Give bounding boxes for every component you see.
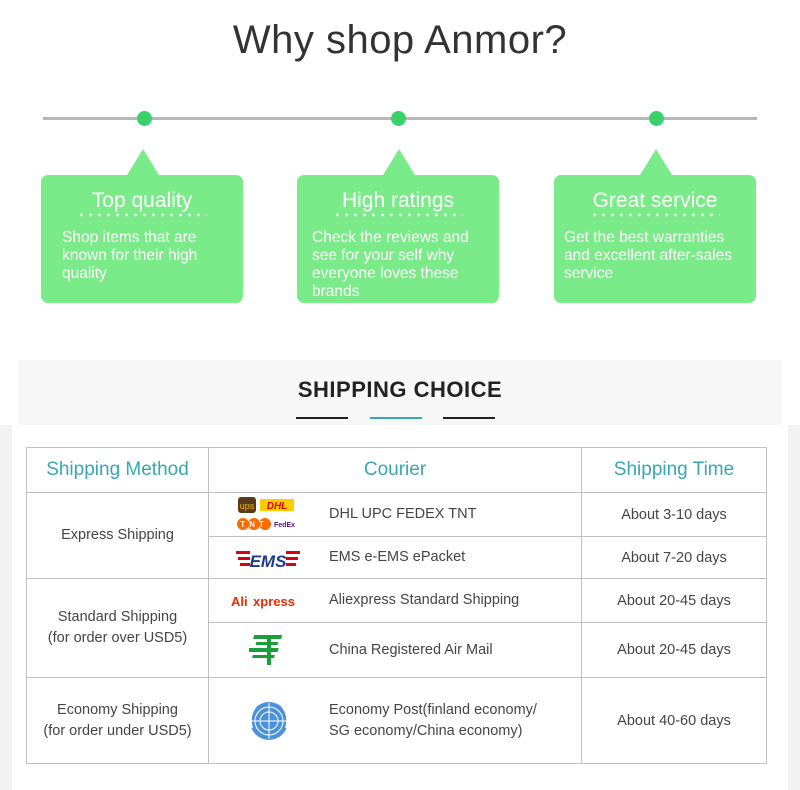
- courier-name-line1: Economy Post(finland economy/: [329, 701, 537, 718]
- courier-cell: Ali xpress Aliexpress Standard Shipping: [208, 578, 582, 623]
- method-label: Economy Shipping: [57, 701, 178, 718]
- shipping-time: About 40-60 days: [581, 677, 767, 764]
- method-label: Standard Shipping: [57, 609, 178, 625]
- header-shipping-method: Shipping Method: [26, 447, 209, 493]
- table-row: EMS EMS e-EMS ePacket About 7-20 days: [27, 536, 767, 579]
- method-sublabel: (for order over USD5): [47, 630, 188, 646]
- dotted-divider: [77, 213, 207, 217]
- feature-description: Check the reviews and see for your self …: [312, 229, 469, 300]
- title-underline-left: [296, 417, 348, 419]
- table-row: Standard Shipping (for order over USD5) …: [26, 578, 767, 678]
- ups-dhl-tnt-fedex-logos: ups DHL TNT FedEx: [209, 496, 329, 534]
- feature-description: Shop items that are known for their high…: [62, 229, 198, 282]
- courier-cell: Economy Post(finland economy/ SG economy…: [208, 677, 582, 764]
- feature-description: Get the best warranties and excellent af…: [564, 229, 733, 282]
- card-pointer: [383, 149, 415, 175]
- aliexpress-logo: Ali xpress: [209, 591, 329, 611]
- courier-name: China Registered Air Mail: [329, 641, 493, 658]
- timeline-dot-3: [649, 111, 664, 126]
- card-pointer: [640, 149, 672, 175]
- courier-name: DHL UPC FEDEX TNT: [329, 506, 477, 522]
- page-title: Why shop Anmor?: [232, 18, 568, 62]
- shipping-title: SHIPPING CHOICE: [297, 377, 503, 402]
- shipping-time: About 20-45 days: [581, 578, 767, 623]
- method-label: Express Shipping: [61, 527, 174, 543]
- ali-logo-text: Ali: [231, 594, 248, 609]
- feature-title: High ratings: [341, 189, 455, 212]
- un-emblem-logo: [209, 698, 329, 744]
- header-shipping-time: Shipping Time: [581, 447, 767, 493]
- table-row: Economy Shipping (for order under USD5) …: [26, 677, 767, 764]
- tnt-logo-text: TNT: [240, 520, 268, 529]
- feature-title: Great service: [592, 189, 718, 212]
- card-pointer: [127, 149, 159, 175]
- dotted-divider: [590, 213, 720, 217]
- table-header-row: Shipping Method Courier Shipping Time: [26, 447, 767, 493]
- shipping-table: Shipping Method Courier Shipping Time Ex…: [26, 447, 767, 764]
- courier-name-line2: SG economy/China economy): [329, 722, 523, 739]
- courier-cell: EMS EMS e-EMS ePacket: [208, 536, 582, 579]
- timeline-dot-2: [391, 111, 406, 126]
- table-row: Express Shipping ups DHL TNT FedEx DHL U…: [26, 492, 767, 579]
- feature-card-top-quality: Top quality Shop items that are known fo…: [41, 149, 243, 303]
- method-economy: Economy Shipping (for order under USD5): [26, 677, 209, 764]
- feature-card-high-ratings: High ratings Check the reviews and see f…: [297, 149, 499, 303]
- courier-cell: ups DHL TNT FedEx DHL UPC FEDEX TNT: [208, 492, 582, 537]
- method-sublabel: (for order under USD5): [43, 722, 192, 739]
- courier-cell: China Registered Air Mail: [208, 622, 582, 678]
- dotted-divider: [333, 213, 463, 217]
- feature-title: Top quality: [91, 189, 193, 212]
- courier-name: EMS e-EMS ePacket: [329, 549, 466, 565]
- fedex-logo-text: FedEx: [274, 522, 295, 529]
- ems-logo: EMS: [209, 545, 329, 571]
- china-post-logo: [209, 632, 329, 668]
- xpress-logo-text: xpress: [253, 594, 295, 609]
- header-courier: Courier: [208, 447, 582, 493]
- shipping-time: About 3-10 days: [581, 492, 767, 537]
- feature-card-great-service: Great service Get the best warranties an…: [554, 149, 756, 303]
- title-underline-center: [370, 417, 422, 419]
- ups-logo-text: ups: [240, 501, 255, 511]
- shipping-time: About 20-45 days: [581, 622, 767, 678]
- method-express: Express Shipping: [26, 492, 209, 579]
- courier-name: Economy Post(finland economy/ SG economy…: [329, 700, 537, 742]
- dhl-logo-text: DHL: [267, 501, 288, 512]
- shipping-header-background: [18, 360, 782, 425]
- shipping-time: About 7-20 days: [581, 536, 767, 579]
- method-standard: Standard Shipping (for order over USD5): [26, 578, 209, 678]
- timeline-dot-1: [137, 111, 152, 126]
- table-row: China Registered Air Mail About 20-45 da…: [27, 622, 767, 678]
- ems-logo-text: EMS: [250, 552, 288, 571]
- courier-name: Aliexpress Standard Shipping: [329, 592, 520, 608]
- title-underline-right: [443, 417, 495, 419]
